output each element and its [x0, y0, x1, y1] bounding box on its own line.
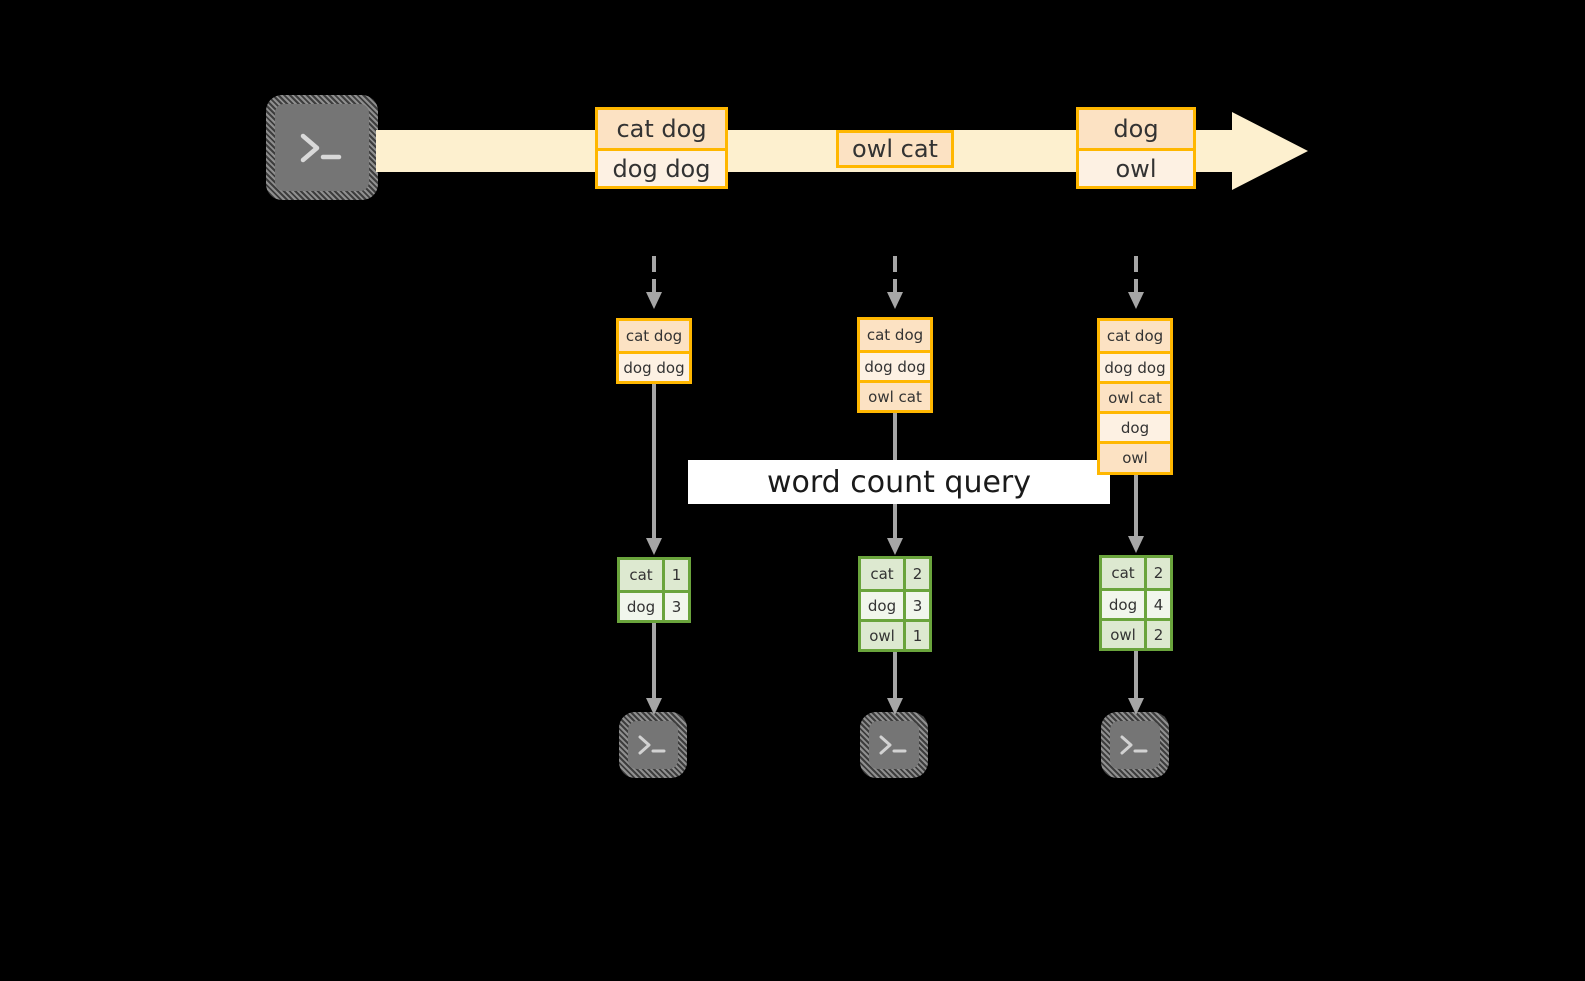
stream-batch-1: cat dog dog dog — [595, 107, 728, 189]
snapshot-record: owl cat — [860, 380, 930, 410]
result-row: owl 1 — [861, 619, 929, 649]
snapshot-record: owl cat — [1100, 381, 1170, 411]
result-word: owl — [861, 622, 906, 649]
snapshot-3-consumer-terminal-icon — [1101, 712, 1169, 778]
snapshot-1-feed-arrow — [645, 256, 663, 310]
snapshot-record: cat dog — [860, 320, 930, 350]
snapshot-3-query-arrow — [1127, 475, 1145, 554]
result-row: dog 3 — [861, 589, 929, 619]
stream-record: dog — [1079, 110, 1193, 148]
stream-record: owl — [1079, 148, 1193, 186]
producer-terminal-icon — [266, 95, 378, 200]
snapshot-2-consumer-terminal-icon — [860, 712, 928, 778]
snapshot-3-output-arrow — [1127, 648, 1145, 716]
stream-batch-3: dog owl — [1076, 107, 1196, 189]
snapshot-1-consumer-terminal-icon — [619, 712, 687, 778]
result-word: dog — [861, 592, 906, 619]
stream-batch-2: owl cat — [836, 130, 954, 168]
terminal-body — [275, 104, 369, 191]
result-count: 3 — [665, 593, 688, 620]
result-row: cat 1 — [620, 560, 688, 590]
result-row: dog 4 — [1102, 588, 1170, 618]
result-word: dog — [1102, 591, 1147, 618]
terminal-body — [869, 721, 919, 769]
snapshot-3-result-table: cat 2 dog 4 owl 2 — [1099, 555, 1173, 651]
snapshot-1-query-arrow-overlay — [652, 460, 656, 504]
result-count: 3 — [906, 592, 929, 619]
result-count: 1 — [906, 622, 929, 649]
snapshot-record: dog dog — [860, 350, 930, 380]
snapshot-record: cat dog — [1100, 321, 1170, 351]
snapshot-2-records: cat dog dog dog owl cat — [857, 317, 933, 413]
result-word: cat — [1102, 558, 1147, 588]
stream-record: dog dog — [598, 148, 725, 186]
result-word: cat — [861, 559, 906, 589]
result-count: 2 — [906, 559, 929, 589]
result-word: cat — [620, 560, 665, 590]
result-count: 2 — [1147, 621, 1170, 648]
result-count: 2 — [1147, 558, 1170, 588]
result-row: cat 2 — [861, 559, 929, 589]
snapshot-3-feed-arrow — [1127, 256, 1145, 310]
snapshot-1-output-arrow — [645, 620, 663, 716]
result-row: dog 3 — [620, 590, 688, 620]
word-count-query-banner: word count query — [688, 460, 1110, 504]
result-row: owl 2 — [1102, 618, 1170, 648]
result-count: 4 — [1147, 591, 1170, 618]
snapshot-record: cat dog — [619, 321, 689, 351]
snapshot-2-feed-arrow — [886, 256, 904, 310]
snapshot-record: dog dog — [619, 351, 689, 381]
snapshot-record: dog dog — [1100, 351, 1170, 381]
snapshot-2-output-arrow — [886, 649, 904, 716]
snapshot-2-result-table: cat 2 dog 3 owl 1 — [858, 556, 932, 652]
snapshot-1-records: cat dog dog dog — [616, 318, 692, 384]
result-word: dog — [620, 593, 665, 620]
snapshot-3-records: cat dog dog dog owl cat dog owl — [1097, 318, 1173, 475]
stream-record: owl cat — [839, 133, 951, 165]
snapshot-1-result-table: cat 1 dog 3 — [617, 557, 691, 623]
terminal-body — [1110, 721, 1160, 769]
snapshot-record: dog — [1100, 411, 1170, 441]
terminal-body — [628, 721, 678, 769]
result-count: 1 — [665, 560, 688, 590]
result-row: cat 2 — [1102, 558, 1170, 588]
stream-record: cat dog — [598, 110, 725, 148]
result-word: owl — [1102, 621, 1147, 648]
snapshot-record: owl — [1100, 441, 1170, 472]
